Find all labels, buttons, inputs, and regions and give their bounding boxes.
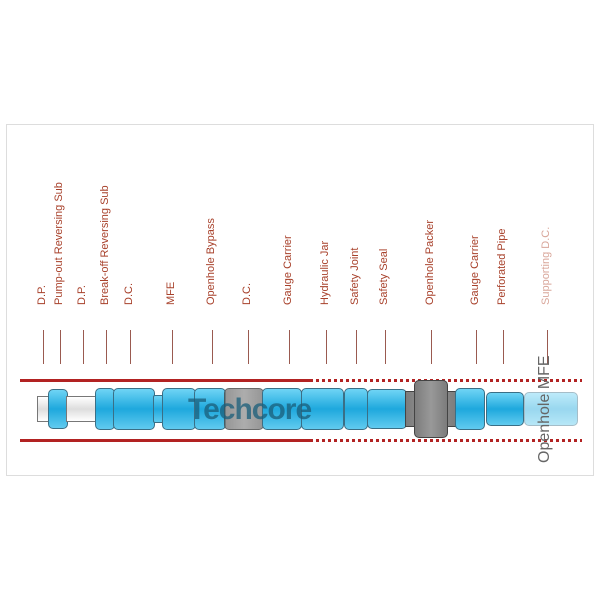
component-label: Hydraulic Jar xyxy=(319,240,331,305)
leader-line xyxy=(212,330,213,364)
watermark-logo: Techcore xyxy=(188,393,312,426)
leader-line xyxy=(172,330,173,364)
leader-line xyxy=(503,330,504,364)
leader-line xyxy=(431,330,432,364)
hydraulic-jar xyxy=(301,388,344,430)
openhole-packer xyxy=(414,380,448,438)
component-label: D.P. xyxy=(36,285,48,305)
component-label: Gauge Carrier xyxy=(282,235,294,305)
leader-line xyxy=(130,330,131,364)
leader-line xyxy=(248,330,249,364)
drill-collar xyxy=(113,388,155,430)
safety-seal xyxy=(367,389,407,429)
borehole-wall-bottom-dotted xyxy=(310,439,582,442)
mfe xyxy=(162,388,196,430)
diagram-title: Openhole MFE xyxy=(536,355,553,463)
drill-pipe-2 xyxy=(66,396,98,422)
leader-line xyxy=(83,330,84,364)
component-label: Safety Seal xyxy=(378,248,390,305)
component-label: Openhole Packer xyxy=(424,220,436,305)
leader-line xyxy=(106,330,107,364)
component-label: D.C. xyxy=(241,283,253,305)
leader-line xyxy=(326,330,327,364)
component-label: Supporting D.C. xyxy=(540,226,552,305)
component-label: MFE xyxy=(165,281,177,305)
perforated-pipe xyxy=(486,392,524,426)
borehole-wall-bottom xyxy=(20,439,310,442)
leader-line xyxy=(356,330,357,364)
component-label: Safety Joint xyxy=(349,247,361,305)
pump-out-reversing-sub xyxy=(48,389,68,429)
component-label: D.P. xyxy=(76,285,88,305)
component-label: Perforated Pipe xyxy=(496,228,508,305)
borehole-wall-top xyxy=(20,379,310,382)
leader-line xyxy=(43,330,44,364)
gauge-carrier-2 xyxy=(455,388,485,430)
component-label: Break-off Reversing Sub xyxy=(99,185,111,305)
break-off-reversing-sub xyxy=(95,388,115,430)
safety-joint xyxy=(344,388,368,430)
leader-line xyxy=(289,330,290,364)
leader-line xyxy=(476,330,477,364)
component-label: D.C. xyxy=(123,283,135,305)
leader-line xyxy=(547,330,548,364)
component-label: Openhole Bypass xyxy=(205,218,217,305)
component-label: Pump-out Reversing Sub xyxy=(53,182,65,305)
drill-collar-2 xyxy=(224,388,264,430)
component-label: Gauge Carrier xyxy=(469,235,481,305)
leader-line xyxy=(385,330,386,364)
leader-line xyxy=(60,330,61,364)
supporting-drill-collar xyxy=(524,392,578,426)
